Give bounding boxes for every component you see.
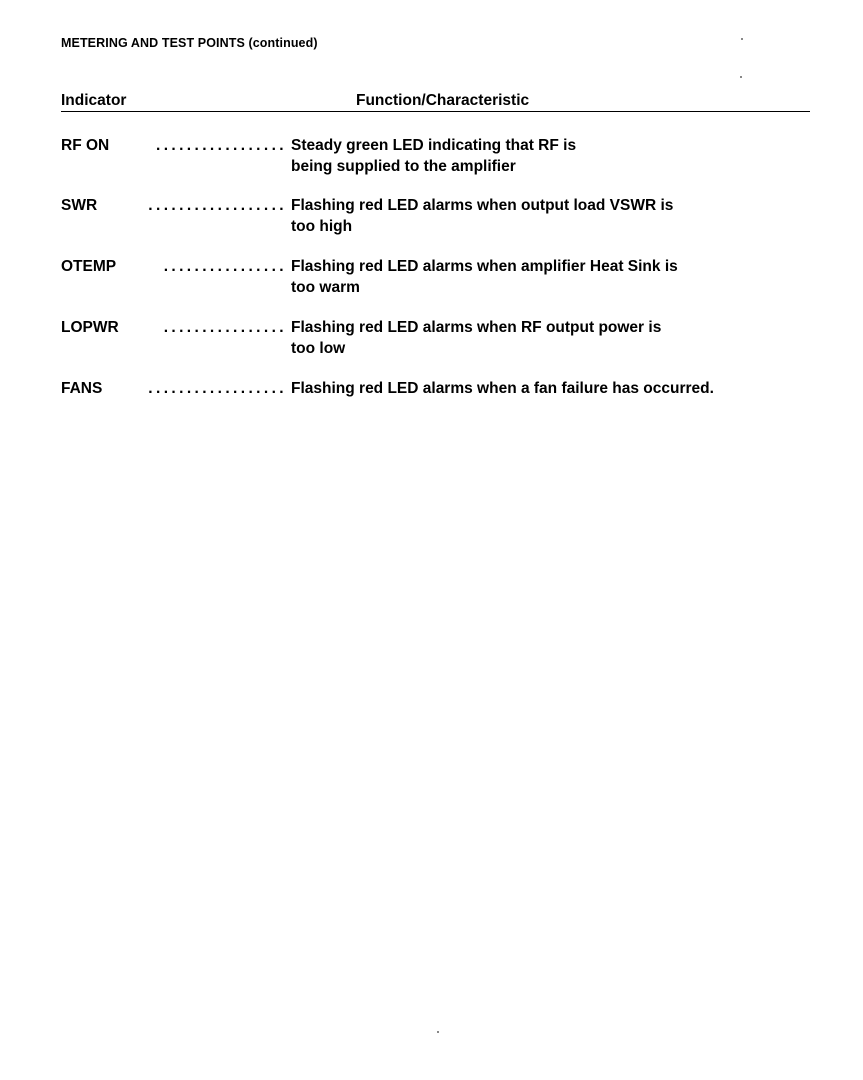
header-rule	[61, 111, 810, 112]
indicator-description: Steady green LED indicating that RF is b…	[291, 135, 801, 177]
dot-leader: ..................	[148, 380, 287, 397]
description-line: being supplied to the amplifier	[291, 158, 516, 175]
indicator-name: FANS	[61, 380, 103, 397]
dot-leader: ..................	[148, 197, 287, 214]
dot-leader: ................	[163, 319, 287, 336]
description-line: too warm	[291, 279, 360, 296]
scan-speck	[437, 1031, 439, 1033]
scan-speck	[741, 38, 743, 40]
description-line: too low	[291, 340, 346, 357]
section-title: METERING AND TEST POINTS (continued)	[61, 36, 318, 50]
description-line: Flashing red LED alarms when output load…	[291, 197, 674, 214]
indicator-name: SWR	[61, 197, 98, 214]
indicator-description: Flashing red LED alarms when a fan failu…	[291, 378, 801, 399]
indicator-description: Flashing red LED alarms when RF output p…	[291, 317, 801, 359]
function-column-header: Function/Characteristic	[356, 92, 530, 109]
indicator-column-header: Indicator	[61, 92, 127, 109]
indicator-name: LOPWR	[61, 319, 119, 336]
description-line: Flashing red LED alarms when RF output p…	[291, 319, 662, 336]
description-line: Flashing red LED alarms when a fan failu…	[291, 380, 714, 397]
scan-speck	[740, 76, 742, 78]
indicator-name: RF ON	[61, 137, 110, 154]
description-line: Flashing red LED alarms when amplifier H…	[291, 258, 678, 275]
indicator-name: OTEMP	[61, 258, 117, 275]
dot-leader: ................	[163, 258, 287, 275]
indicator-description: Flashing red LED alarms when amplifier H…	[291, 256, 801, 298]
dot-leader: .................	[155, 137, 287, 154]
description-line: too high	[291, 218, 353, 235]
indicator-description: Flashing red LED alarms when output load…	[291, 195, 801, 237]
description-line: Steady green LED indicating that RF is	[291, 137, 577, 154]
